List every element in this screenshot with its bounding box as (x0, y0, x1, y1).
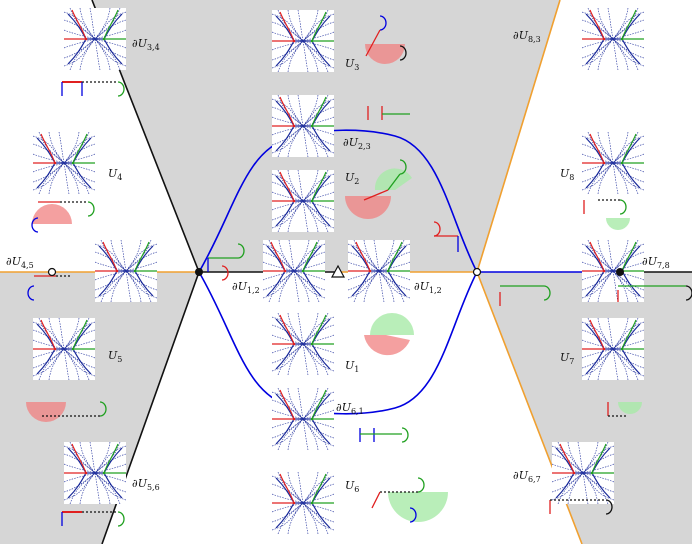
blue-curves (198, 129, 478, 415)
label-du83: ∂U8,3 (513, 29, 541, 44)
label-u4: U4 (108, 167, 123, 182)
filled-point-left (195, 268, 203, 276)
label-u2: U2 (345, 171, 360, 186)
filled-point-right (616, 268, 624, 276)
open-point-right (472, 267, 482, 277)
sector-fans (26, 44, 642, 522)
label-u7: U7 (560, 351, 575, 366)
label-u5: U5 (108, 349, 123, 364)
open-point-far-left (47, 267, 57, 277)
label-du34: ∂U3,4 (132, 37, 160, 52)
critical-points (47, 264, 624, 278)
label-du56: ∂U5,6 (132, 477, 160, 492)
triangle-point (330, 264, 346, 278)
label-du67: ∂U6,7 (513, 469, 541, 484)
label-du12-right: ∂U1,2 (414, 280, 442, 295)
label-du78: ∂U7,8 (642, 255, 670, 270)
label-du23: ∂U2,3 (343, 136, 371, 151)
separatrix-glyphs (27, 15, 692, 527)
label-u1: U1 (345, 359, 360, 374)
label-u3: U3 (345, 57, 360, 72)
label-du45: ∂U4,5 (6, 255, 34, 270)
label-u6: U6 (345, 479, 360, 494)
label-u8: U8 (560, 167, 575, 182)
label-du61: ∂U6,1 (336, 401, 364, 416)
label-du12-left: ∂U1,2 (232, 280, 260, 295)
